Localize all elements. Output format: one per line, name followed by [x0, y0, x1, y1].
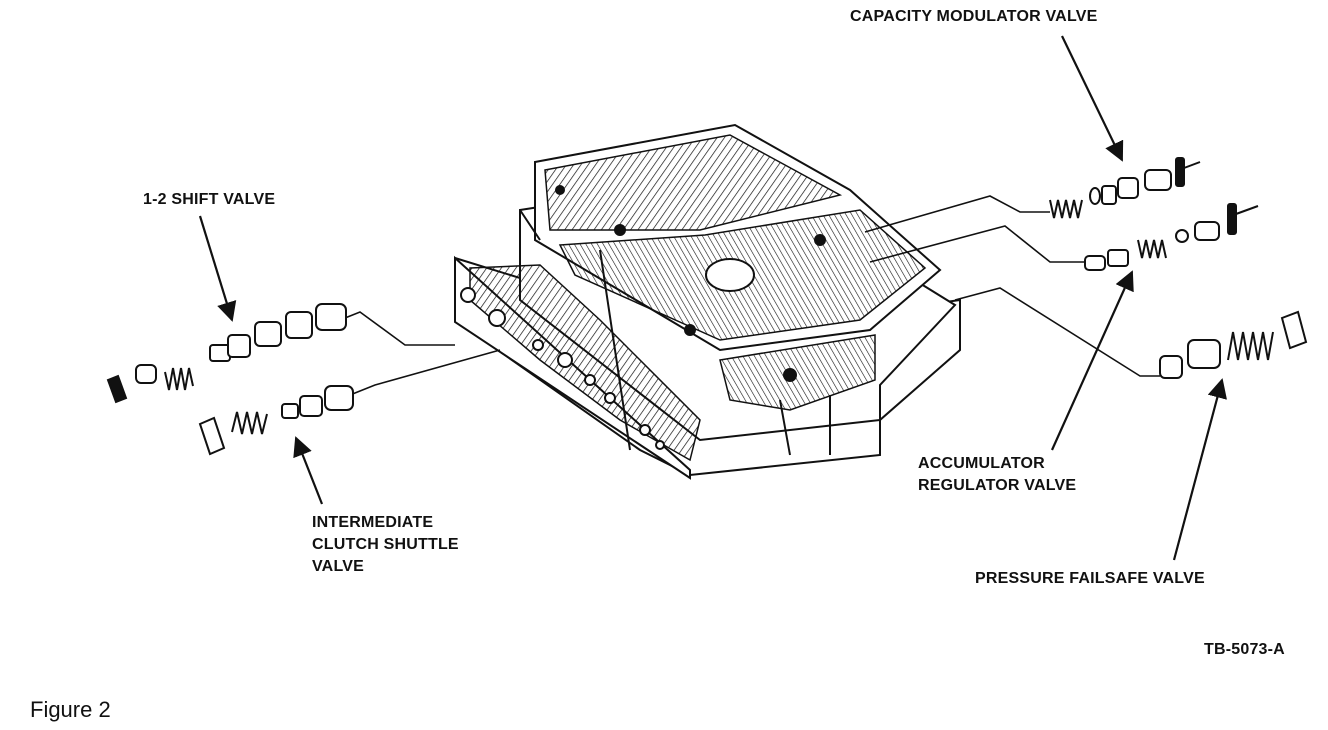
label-accumulator-line1: ACCUMULATOR	[918, 455, 1045, 472]
leader-intermediate	[349, 349, 501, 396]
failsafe-spring	[1227, 331, 1274, 361]
intermediate-shuttle-valve-parts	[198, 385, 354, 456]
bore-leader-lines	[344, 195, 1160, 396]
shuttle-spring	[231, 411, 268, 435]
accumulator-regulator-valve-parts	[1084, 203, 1259, 271]
arrow-accumulator	[1050, 270, 1134, 451]
leader-capacity-modulator	[864, 195, 1050, 233]
label-intermediate-line2: CLUTCH SHUTTLE	[312, 536, 459, 553]
leader-12-shift	[344, 311, 455, 346]
pressure-failsafe-valve-parts	[1159, 310, 1308, 379]
leader-accumulator	[869, 225, 1085, 263]
arrow-intermediate	[293, 436, 324, 505]
cap-mod-spring	[1049, 199, 1083, 219]
leader-pressure-failsafe	[954, 287, 1160, 377]
label-capacity-modulator-valve: CAPACITY MODULATOR VALVE	[850, 8, 1098, 25]
pointer-arrows	[198, 35, 1227, 561]
accum-spring	[1137, 239, 1167, 259]
arrow-pressure-failsafe	[1172, 378, 1227, 561]
failsafe-plug	[1280, 310, 1308, 350]
shuttle-plug	[198, 416, 226, 456]
label-intermediate-line3: VALVE	[312, 558, 364, 575]
valve-body-casting	[454, 123, 961, 480]
channel-area-1	[544, 134, 843, 231]
center-boss	[705, 258, 755, 292]
label-pressure-failsafe-valve: PRESSURE FAILSAFE VALVE	[975, 570, 1205, 587]
arrow-capacity-modulator	[1061, 35, 1124, 162]
channel-area-3	[469, 264, 701, 462]
label-intermediate-line1: INTERMEDIATE	[312, 514, 434, 531]
label-12-shift-valve: 1-2 SHIFT VALVE	[143, 191, 276, 208]
label-accumulator-regulator-valve: ACCUMULATOR REGULATOR VALVE	[918, 453, 1076, 497]
label-intermediate-clutch-shuttle-valve: INTERMEDIATE CLUTCH SHUTTLE VALVE	[312, 512, 459, 578]
figure-caption: Figure 2	[30, 697, 111, 722]
figure-reference-code: TB-5073-A	[1204, 641, 1285, 658]
shift-plug	[106, 374, 128, 404]
channel-area-4	[719, 334, 876, 411]
shift-spring	[164, 367, 194, 391]
shift-12-valve-parts	[106, 303, 347, 404]
arrow-12-shift	[198, 215, 237, 322]
label-accumulator-line2: REGULATOR VALVE	[918, 477, 1077, 494]
capacity-modulator-valve-parts	[1049, 157, 1201, 219]
